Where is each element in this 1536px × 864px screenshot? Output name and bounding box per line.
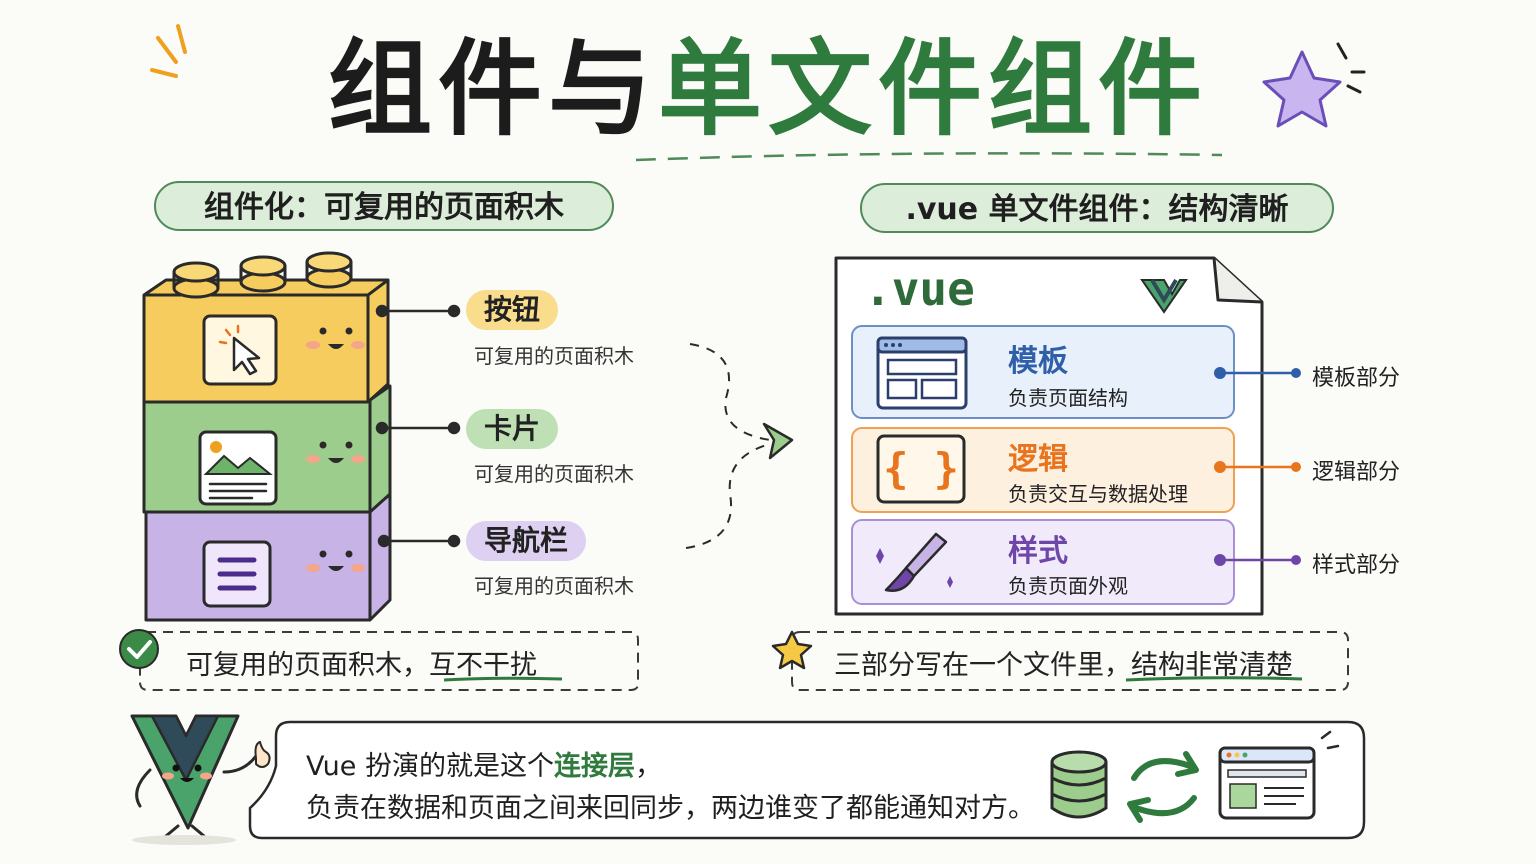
section-connectors <box>1214 367 1301 566</box>
title-underline <box>635 152 1223 162</box>
right-note-box <box>791 631 1349 691</box>
layout-icon <box>876 336 968 410</box>
star-badge-icon <box>771 630 813 670</box>
title-part2: 单文件组件 <box>658 28 1209 150</box>
logic-title: 逻辑 <box>1008 442 1068 477</box>
vue-mascot <box>130 714 271 845</box>
block-faces <box>306 327 365 572</box>
browser-window-icon <box>1218 730 1340 820</box>
sync-icon <box>1127 751 1199 823</box>
block-connectors <box>375 304 461 548</box>
component-desc-navbar: 可复用的页面积木 <box>474 574 634 598</box>
star-icon <box>1262 50 1342 128</box>
right-note-prefix: 三部分写在一个文件里， <box>834 650 1131 681</box>
right-note-emphasis: 结构非常清楚 <box>1131 650 1293 681</box>
spark-lines-right <box>1336 42 1366 94</box>
style-title: 样式 <box>1008 534 1068 569</box>
right-section-header: .vue 单文件组件：结构清晰 <box>860 183 1334 233</box>
right-note-underline <box>1125 676 1303 682</box>
left-note-prefix: 可复用的页面积木， <box>186 650 429 681</box>
bottom-line-1-prefix: Vue 扮演的就是这个 <box>306 751 554 782</box>
svg-text:{ }: { } <box>883 444 959 493</box>
template-part-label: 模板部分 <box>1312 366 1401 391</box>
template-title: 模板 <box>1008 344 1068 379</box>
cursor-icon <box>202 314 278 386</box>
component-desc-card: 可复用的页面积木 <box>474 462 634 486</box>
check-icon <box>119 629 159 669</box>
vue-logo-icon <box>1140 278 1188 314</box>
component-tag-card: 卡片 <box>466 409 559 449</box>
image-icon <box>198 430 278 506</box>
file-extension-label: .vue <box>864 262 975 316</box>
left-section-header: 组件化：可复用的页面积木 <box>154 181 614 231</box>
component-desc-button: 可复用的页面积木 <box>474 344 634 368</box>
menu-icon <box>202 540 272 608</box>
style-part-label: 样式部分 <box>1312 553 1401 578</box>
component-tag-navbar: 导航栏 <box>466 521 587 561</box>
database-icon <box>1050 750 1108 819</box>
logic-part-label: 逻辑部分 <box>1312 460 1401 485</box>
bottom-line-1: Vue 扮演的就是这个连接层， <box>306 744 662 783</box>
right-note: 三部分写在一个文件里，结构非常清楚 <box>834 643 1293 682</box>
style-desc: 负责页面外观 <box>1008 574 1128 598</box>
bottom-line-2: 负责在数据和页面之间来回同步，两边谁变了都能通知对方。 <box>306 793 1035 824</box>
left-note-emphasis: 互不干扰 <box>429 650 537 681</box>
template-desc: 负责页面结构 <box>1008 386 1128 410</box>
flow-arrow <box>685 343 794 549</box>
brush-icon <box>876 532 953 592</box>
left-note: 可复用的页面积木，互不干扰 <box>186 643 537 682</box>
left-note-underline <box>443 676 563 682</box>
component-tag-button: 按钮 <box>466 290 559 330</box>
logic-desc: 负责交互与数据处理 <box>1008 482 1188 506</box>
bottom-line-1-suffix: ， <box>634 751 662 782</box>
bottom-line-1-highlight: 连接层 <box>553 751 635 782</box>
title-part1: 组件与 <box>327 28 658 150</box>
page-title: 组件与单文件组件 <box>0 24 1536 154</box>
spark-lines-left <box>150 24 187 78</box>
braces-icon: { } <box>876 434 966 504</box>
